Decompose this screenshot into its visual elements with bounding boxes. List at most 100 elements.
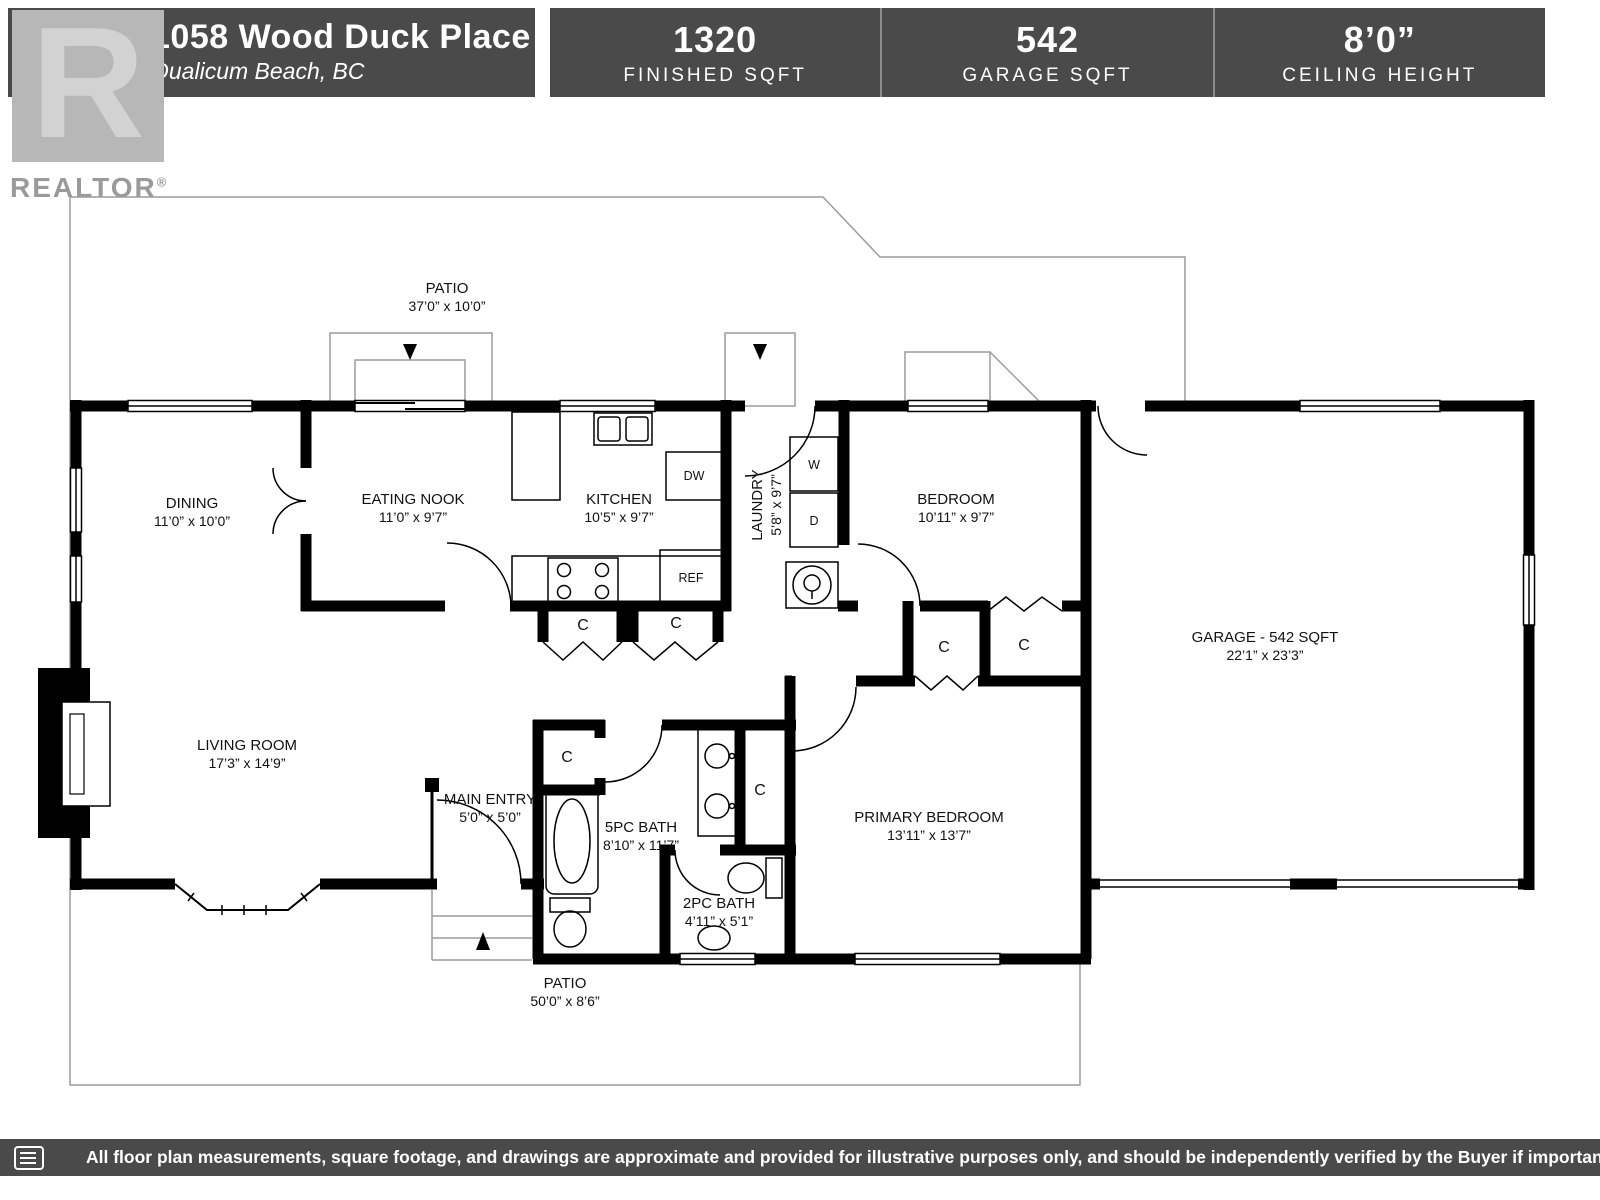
- stat-ceiling-height-label: CEILING HEIGHT: [1282, 64, 1478, 86]
- burner: [594, 584, 610, 600]
- closet-label: C: [561, 749, 573, 766]
- room-labels: PATIO 37’0” x 10’0” DINING 11’0” x 10’0”…: [154, 280, 1338, 1009]
- door-swing: [604, 724, 663, 783]
- closet-label: C: [754, 782, 766, 799]
- label-patio-top-name: PATIO: [426, 280, 469, 297]
- label-living-room-dims: 17’3” x 14’9”: [208, 755, 285, 771]
- label-eating-nook-name: EATING NOOK: [361, 491, 464, 508]
- door-swing: [674, 849, 721, 896]
- fireplace-hearth: [61, 701, 111, 807]
- door-swing: [791, 686, 857, 752]
- stat-finished-sqft-label: FINISHED SQFT: [623, 64, 807, 86]
- sliding-door-leaves: [355, 402, 465, 410]
- label-eating-nook-dims: 11’0” x 9’7”: [379, 509, 448, 525]
- burner: [594, 562, 610, 578]
- water-heater: [792, 565, 832, 605]
- closet-label: C: [1018, 637, 1030, 654]
- label-bedroom-dims: 10’11” x 9’7”: [918, 509, 994, 525]
- bifold-door: [632, 641, 719, 661]
- label-main-entry-name: MAIN ENTRY: [444, 791, 536, 808]
- refrigerator-label: REF: [679, 571, 704, 585]
- property-address: 1058 Wood Duck Place: [151, 17, 531, 56]
- fixture-labels: C C C C C C DW REF W D: [561, 458, 1030, 799]
- realtor-logo-letter: R: [30, 10, 146, 162]
- water-heater-core: [803, 574, 821, 592]
- toilet-bowl: [727, 862, 765, 894]
- fixtures: [38, 411, 839, 951]
- property-city: Qualicum Beach, BC: [151, 58, 365, 85]
- door-swing: [446, 542, 512, 608]
- faucet: [728, 802, 736, 810]
- door-swing: [436, 799, 522, 885]
- stat-garage-sqft-label: GARAGE SQFT: [962, 64, 1133, 86]
- washer-label: W: [808, 458, 820, 472]
- sliding-door: [354, 399, 466, 413]
- label-primary-bedroom-dims: 13’11” x 13’7”: [887, 827, 971, 843]
- label-kitchen-dims: 10’5” x 9’7”: [584, 509, 654, 525]
- toilet-tank: [549, 897, 591, 913]
- stat-finished-sqft: 1320 FINISHED SQFT: [550, 8, 880, 97]
- closet-label: C: [938, 639, 950, 656]
- bifold-door: [987, 596, 1063, 612]
- disclaimer-text: All floor plan measurements, square foot…: [86, 1147, 1600, 1167]
- door-swing: [272, 500, 307, 535]
- burner: [556, 584, 572, 600]
- vanity-sink: [704, 743, 730, 769]
- dishwasher: [665, 451, 723, 501]
- stat-ceiling-height-value: 8’0”: [1343, 18, 1416, 60]
- realtor-logo: R: [12, 10, 164, 162]
- stove: [547, 557, 619, 605]
- bathtub-basin: [553, 798, 591, 884]
- walls: [70, 400, 1535, 965]
- fireplace-box: [69, 713, 85, 795]
- door-swing: [272, 467, 307, 502]
- windows: [69, 399, 1536, 966]
- label-dining-dims: 11’0” x 10’0”: [154, 513, 230, 529]
- label-laundry-dims: 5’8” x 9’7”: [768, 474, 784, 536]
- bay-window: [174, 883, 321, 911]
- registered-mark: ®: [156, 174, 169, 190]
- closet-label: C: [670, 615, 682, 632]
- closet-label: C: [577, 617, 589, 634]
- label-living-room-name: LIVING ROOM: [197, 737, 297, 754]
- door-swing: [1097, 405, 1148, 456]
- label-2pc-bath-name: 2PC BATH: [683, 895, 755, 912]
- stat-finished-sqft-value: 1320: [673, 18, 758, 60]
- label-5pc-bath-name: 5PC BATH: [605, 819, 677, 836]
- label-dining-name: DINING: [166, 495, 219, 512]
- refrigerator: [659, 549, 723, 607]
- vanity-counter: [697, 727, 737, 837]
- door-swing: [744, 405, 816, 477]
- step-arrows: [403, 344, 767, 950]
- dryer: [789, 492, 839, 548]
- toilet-bowl: [553, 910, 587, 948]
- doors: [272, 405, 1148, 896]
- bifold-door: [914, 675, 979, 692]
- bifold-door: [542, 640, 623, 662]
- label-2pc-bath-dims: 4’11” x 5’1”: [685, 913, 754, 929]
- bathtub: [545, 787, 599, 895]
- vanity-sink: [704, 793, 730, 819]
- label-garage-name: GARAGE - 542 SQFT: [1192, 629, 1339, 646]
- garage-doors: [1100, 879, 1518, 888]
- label-kitchen-name: KITCHEN: [586, 491, 652, 508]
- kitchen-counter: [511, 411, 561, 501]
- label-bedroom-name: BEDROOM: [917, 491, 995, 508]
- label-patio-bottom-name: PATIO: [544, 975, 587, 992]
- toilet-tank: [765, 857, 783, 899]
- dishwasher-label: DW: [684, 469, 705, 483]
- disclaimer-bar: All floor plan measurements, square foot…: [0, 1139, 1600, 1176]
- water-heater-alcove: [785, 561, 839, 609]
- stat-ceiling-height: 8’0” CEILING HEIGHT: [1212, 8, 1545, 97]
- kitchen-sink-bowl: [625, 416, 649, 442]
- label-garage-dims: 22’1” x 23’3”: [1226, 647, 1303, 663]
- document-icon: [14, 1145, 44, 1170]
- washer: [789, 436, 839, 492]
- dryer-label: D: [809, 514, 818, 528]
- label-patio-bottom-dims: 50’0” x 8’6”: [530, 993, 600, 1009]
- kitchen-sink-bowl: [597, 416, 621, 442]
- burner: [556, 562, 572, 578]
- label-primary-bedroom-name: PRIMARY BEDROOM: [854, 809, 1003, 826]
- realtor-wordmark-text: REALTOR: [10, 172, 157, 203]
- faucet: [728, 752, 736, 760]
